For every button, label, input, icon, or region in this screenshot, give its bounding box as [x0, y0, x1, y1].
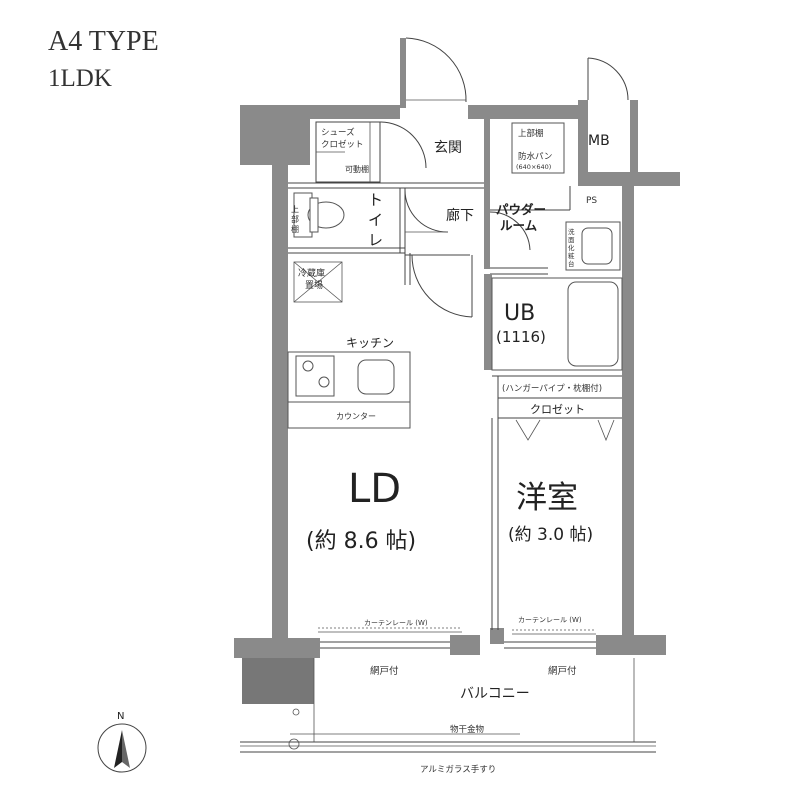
toilet-shelf-2: 部 [291, 214, 299, 224]
toilet-label-2: イ [368, 211, 383, 229]
toilet-shelf-1: 上 [291, 205, 299, 214]
fridge-label-2: 置場 [305, 279, 323, 291]
compass-north-label: N [117, 711, 124, 722]
shoes-closet-label-2: クロゼット [321, 139, 364, 150]
western-room-label: 洋室 [516, 480, 578, 516]
hanger-note-label: (ハンガーパイプ・枕棚付) [502, 383, 602, 394]
movable-shelf-label: 可動棚 [345, 164, 369, 174]
upper-shelf-label: 上部棚 [518, 128, 544, 139]
toilet-label-3: レ [368, 231, 383, 249]
washstand-4: 粧 [568, 251, 575, 260]
washstand-3: 化 [568, 243, 575, 252]
ps-label: PS [586, 196, 597, 206]
balcony [240, 658, 656, 753]
hallway-label: 廊下 [446, 207, 474, 224]
layout-title: 1LDK [48, 65, 112, 92]
western-size-label: (約 3.0 帖) [508, 525, 593, 545]
washstand-2: 面 [568, 236, 575, 244]
compass-needle-icon [114, 730, 122, 768]
ub-size-label: (1116) [496, 328, 546, 346]
waterproof-pan-label: 防水パン [518, 151, 552, 162]
shoes-closet-label-1: シューズ [321, 127, 355, 138]
fridge-label-1: 冷蔵庫 [298, 267, 325, 279]
curtain-rail-2-label: カーテンレール (W) [518, 616, 582, 624]
balcony-label: バルコニー [460, 686, 530, 702]
powder-room-label-1: パウダー [496, 202, 546, 217]
mb-label: MB [588, 133, 610, 149]
doors [379, 37, 629, 442]
powder-room-label-2: ルーム [500, 218, 538, 233]
compass-circle [97, 723, 147, 773]
counter-label: カウンター [336, 412, 376, 421]
kitchen-label: キッチン [346, 336, 394, 350]
toilet-shelf-3: 棚 [291, 224, 299, 234]
room-labels: シューズ クロゼット 可動棚 玄関 上部棚 防水パン (640×640) MB … [291, 127, 610, 775]
washstand-5: 台 [568, 259, 575, 268]
fixtures [287, 122, 623, 649]
toilet-label-1: ト [368, 191, 383, 209]
entrance-label: 玄関 [434, 139, 462, 156]
washstand-1: 洗 [568, 227, 575, 236]
closet-label: クロゼット [530, 403, 585, 416]
screen-door-1-label: 網戸付 [370, 665, 399, 677]
ld-size-label: (約 8.6 帖) [306, 529, 416, 554]
partitions [288, 119, 622, 630]
compass: N [97, 711, 147, 773]
screen-door-2-label: 網戸付 [548, 665, 577, 677]
railing-label: アルミガラス手すり [420, 764, 496, 775]
curtain-rail-1-label: カーテンレール (W) [364, 619, 428, 627]
ub-label: UB [504, 301, 535, 326]
walls [234, 100, 680, 704]
ld-label: LD [348, 466, 401, 512]
waterproof-pan-size: (640×640) [516, 163, 551, 171]
drying-hardware-label: 物干金物 [450, 724, 485, 735]
type-title: A4 TYPE [48, 26, 159, 57]
